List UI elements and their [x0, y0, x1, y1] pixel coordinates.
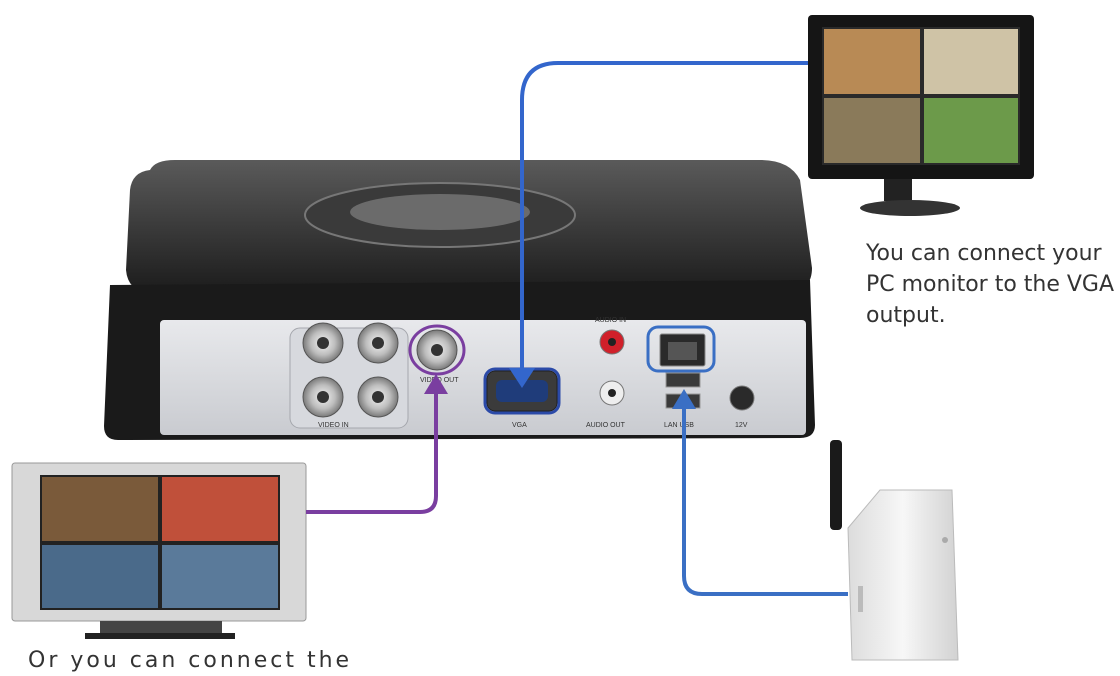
- tv-caption: Or you can connect the: [28, 648, 353, 673]
- power-label: 12V: [735, 422, 748, 429]
- dvr-recorder-icon: VIDEO IN VIDEO OUT VGA AUDIO IN AUDIO OU…: [104, 160, 815, 440]
- lan-cable-arrow: [672, 389, 696, 409]
- wireless-router-icon: [830, 440, 959, 661]
- audio-in-label: AUDIO IN: [595, 317, 626, 324]
- video-out-highlight: [408, 324, 466, 376]
- pc-monitor-icon: [808, 15, 1034, 216]
- television-icon: [11, 462, 307, 639]
- video-in-label: VIDEO IN: [318, 422, 349, 429]
- video-out-cable: [306, 392, 438, 514]
- lan-usb-label: LAN USB: [664, 422, 694, 429]
- pc-monitor-caption: You can connect your PC monitor to the V…: [866, 241, 1115, 328]
- vga-cable-arrow: [509, 368, 535, 388]
- vga-label: VGA: [512, 422, 527, 429]
- vga-cable: [520, 61, 808, 372]
- video-out-cable-arrow: [424, 374, 448, 394]
- lan-cable: [682, 406, 848, 596]
- audio-out-label: AUDIO OUT: [586, 422, 626, 429]
- lan-highlight: [646, 325, 716, 373]
